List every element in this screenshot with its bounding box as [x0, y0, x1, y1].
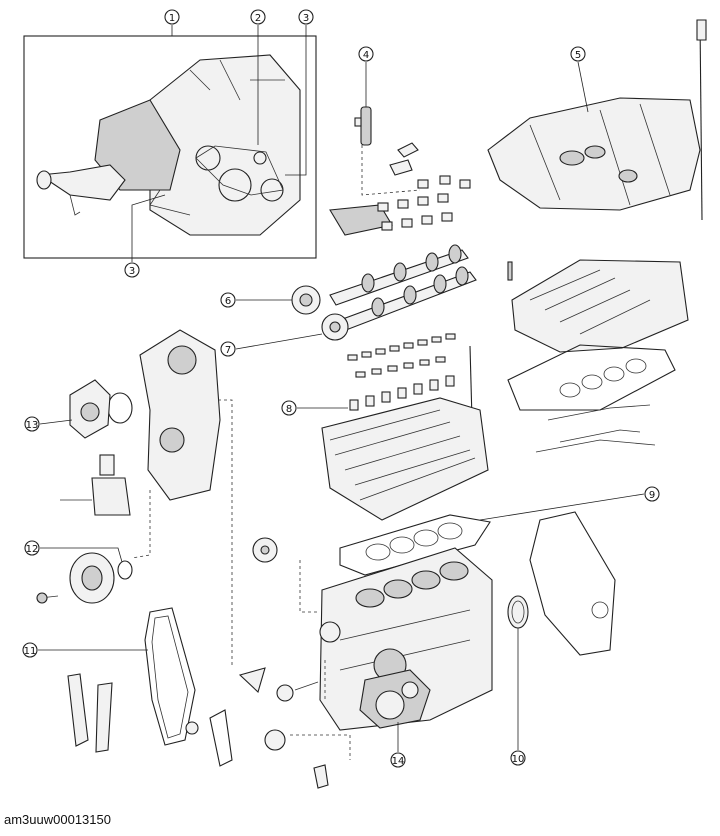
assembly-lines — [131, 399, 351, 760]
water-pump — [69, 379, 111, 439]
callout-circle-2 — [250, 9, 266, 25]
callout-3b: 3 — [129, 266, 135, 277]
chain-guides — [67, 673, 113, 753]
callout-1: 1 — [169, 13, 175, 24]
callout-circle-13 — [24, 416, 40, 432]
oil-control-valve-group — [329, 106, 471, 236]
callout-circle-10 — [510, 750, 526, 766]
callout-circle-1 — [164, 9, 180, 25]
callout-circle-7 — [220, 341, 236, 357]
callout-circle-11 — [22, 642, 38, 658]
callout-circle-8 — [281, 400, 297, 416]
callout-2: 2 — [255, 13, 261, 24]
callout-circle-9 — [644, 486, 660, 502]
callout-3a: 3 — [303, 13, 309, 24]
oil-dipstick — [696, 19, 707, 221]
oil-pump-drive — [185, 667, 329, 789]
callout-circle-3b — [124, 262, 140, 278]
accessory-assembly — [359, 669, 431, 729]
rear-oil-seal — [507, 595, 529, 629]
crankshaft-pulley — [36, 552, 133, 604]
callout-14: 14 — [392, 756, 405, 767]
rear-plate — [529, 511, 616, 656]
cylinder-head — [321, 397, 489, 521]
figure-id-caption: am3uuw00013150 — [4, 812, 111, 827]
crank-sprocket — [252, 537, 278, 563]
callout-4: 4 — [363, 50, 369, 61]
callout-circle-6 — [220, 292, 236, 308]
engine-cover — [487, 97, 701, 211]
cylinder-head-cover — [507, 259, 689, 353]
callout-circle-14 — [390, 752, 406, 768]
callout-5: 5 — [575, 50, 581, 61]
valve-lifters — [347, 333, 473, 421]
timing-chain-cover — [107, 329, 221, 501]
camshafts — [291, 244, 477, 341]
callout-10: 10 — [512, 754, 525, 765]
callouts: 1 2 3 3 4 5 6 7 8 9 10 11 — [22, 9, 660, 768]
cylinder-head-gasket — [339, 514, 491, 576]
callout-circle-5 — [570, 46, 586, 62]
callout-12: 12 — [26, 544, 39, 555]
cylinder-block — [319, 547, 493, 731]
head-cover-gasket — [507, 344, 676, 411]
callout-circle-12 — [24, 540, 40, 556]
chain-tensioner — [60, 454, 131, 516]
callout-6: 6 — [225, 296, 231, 307]
callout-7: 7 — [225, 345, 231, 356]
engine-assembly-inset — [23, 35, 317, 259]
callout-circle-4 — [358, 46, 374, 62]
callout-13: 13 — [26, 420, 39, 431]
harness-brackets — [535, 404, 656, 453]
callout-circle-3a — [298, 9, 314, 25]
callout-8: 8 — [286, 404, 292, 415]
callout-11: 11 — [24, 646, 37, 657]
callout-9: 9 — [649, 490, 655, 501]
